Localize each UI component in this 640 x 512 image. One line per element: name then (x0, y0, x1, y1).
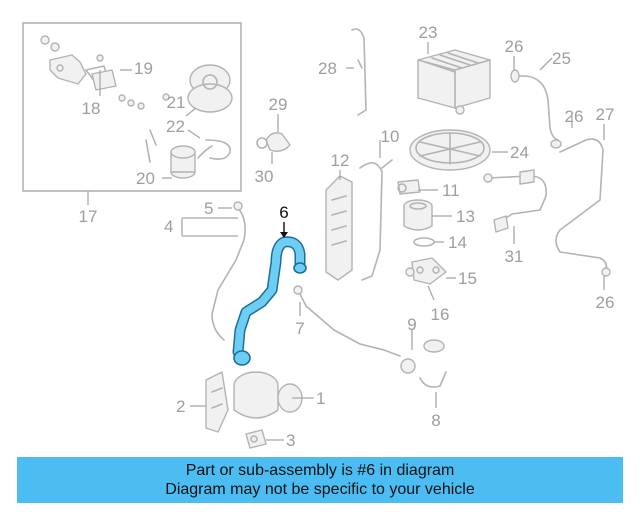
part-bracket-2 (205, 371, 229, 433)
callout-6[interactable]: 6 (279, 203, 288, 222)
callout-13: 13 (456, 207, 475, 226)
callout-7: 7 (295, 319, 304, 338)
part-gasket-14 (413, 237, 435, 247)
callout-19: 19 (134, 59, 153, 78)
callout-27: 27 (596, 105, 615, 124)
part-hose-31 (483, 169, 547, 233)
part-pipe-28 (351, 28, 367, 116)
callout-26-bottom: 26 (596, 293, 615, 312)
banner-line-2: Diagram may not be specific to your vehi… (165, 481, 475, 498)
highlighted-hose-6[interactable] (232, 236, 307, 366)
callout-21: 21 (167, 93, 186, 112)
part-fitting-11 (397, 179, 421, 195)
part-filter-20 (145, 129, 196, 179)
callout-25: 25 (552, 49, 571, 68)
callout-15: 15 (458, 269, 477, 288)
callout-1: 1 (316, 389, 325, 408)
banner-line-1: Part or sub-assembly is #6 in diagram (185, 462, 455, 479)
callout-2: 2 (176, 397, 185, 416)
callout-3: 3 (286, 431, 295, 450)
parts-diagram: 18 19 21 22 20 17 29 30 28 23 26 25 26 2… (22, 22, 615, 450)
part-canister-23 (417, 49, 491, 115)
callout-8: 8 (431, 411, 440, 430)
callout-5: 5 (204, 199, 213, 218)
callout-17: 17 (79, 207, 98, 226)
callout-31: 31 (505, 247, 524, 266)
callout-20: 20 (136, 169, 155, 188)
callout-22: 22 (166, 117, 185, 136)
part-pipe-27 (555, 138, 611, 277)
callout-26-top: 26 (505, 37, 524, 56)
callout-28: 28 (318, 59, 337, 78)
part-tube-10 (359, 159, 393, 281)
callout-24: 24 (510, 143, 529, 162)
info-banner: Part or sub-assembly is #6 in diagram Di… (17, 457, 623, 503)
part-pump-21 (162, 64, 233, 113)
callout-11: 11 (442, 181, 460, 200)
callout-4: 4 (164, 217, 173, 236)
callout-12: 12 (331, 151, 350, 170)
callout-10: 10 (381, 127, 400, 146)
part-element-24 (409, 129, 491, 171)
part-pump-1 (233, 371, 303, 419)
callout-30: 30 (255, 167, 274, 186)
part-bracket-15 (405, 257, 447, 285)
part-clamp-29 (256, 132, 291, 152)
callout-18: 18 (82, 99, 101, 118)
callout-26-mid: 26 (565, 107, 584, 126)
callout-29: 29 (269, 95, 288, 114)
part-hose-25 (510, 69, 562, 149)
callout-14: 14 (448, 233, 467, 252)
callout-9: 9 (407, 315, 416, 334)
callout-16: 16 (431, 305, 450, 324)
part-hose-22 (197, 139, 231, 160)
part-bolt-3 (245, 429, 267, 449)
part-bracket-12 (325, 175, 353, 281)
part-hose-4 (211, 201, 246, 341)
callout-23: 23 (419, 23, 438, 42)
part-valve-19 (91, 69, 145, 110)
part-valve-13 (403, 199, 433, 231)
part-pipe-7 (293, 285, 401, 357)
part-bracket-18 (40, 35, 109, 87)
part-elbow-8 (400, 339, 447, 388)
